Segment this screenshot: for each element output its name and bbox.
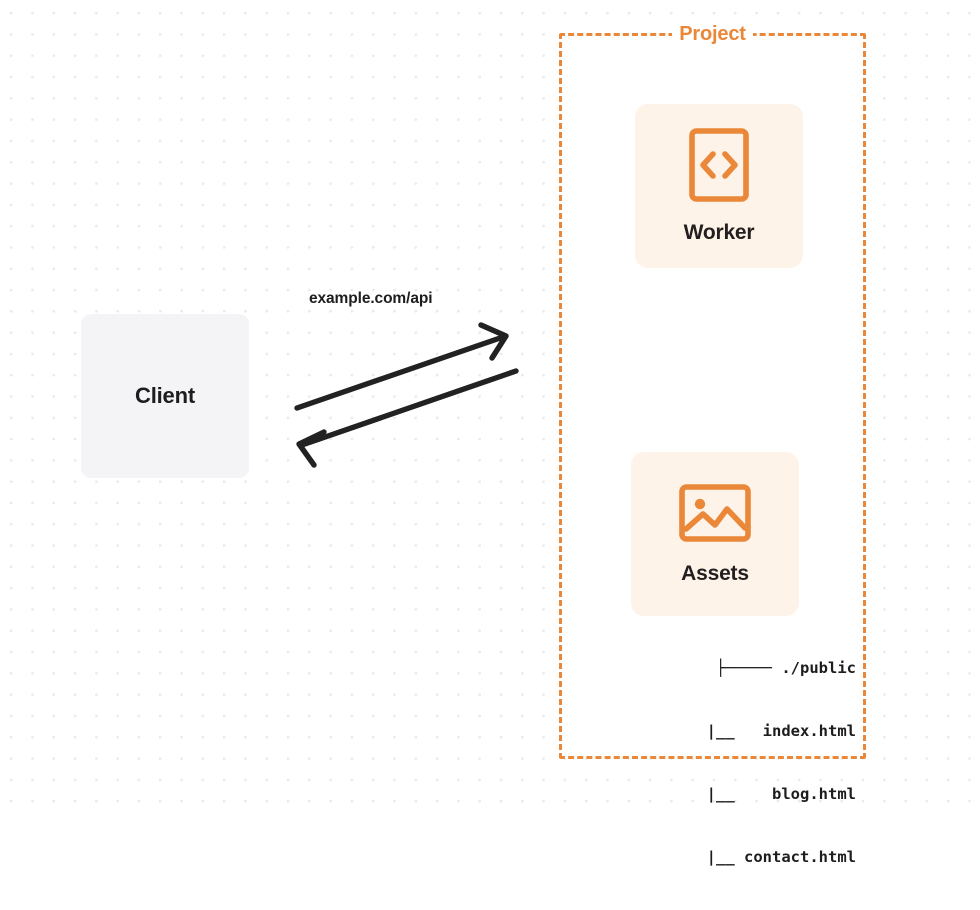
file-tree-row: |__ blog.html bbox=[669, 785, 856, 803]
connector-arrows bbox=[294, 322, 519, 468]
worker-card[interactable]: Worker bbox=[635, 104, 803, 268]
file-tree-row: ├───── ./public bbox=[716, 659, 856, 677]
connector-label: example.com/api bbox=[309, 290, 433, 307]
client-node[interactable]: Client bbox=[81, 314, 249, 478]
assets-card[interactable]: Assets bbox=[631, 452, 799, 616]
code-brackets-icon bbox=[689, 127, 749, 207]
file-tree: ├───── ./public |__ index.html |__ blog.… bbox=[606, 616, 856, 910]
worker-label: Worker bbox=[683, 220, 755, 244]
client-label: Client bbox=[135, 383, 195, 408]
project-container: Project Worker Assets ├───── ./public |_… bbox=[559, 23, 866, 866]
response-arrow bbox=[296, 368, 519, 468]
assets-label: Assets bbox=[681, 561, 749, 585]
request-arrow bbox=[294, 322, 509, 411]
file-tree-row: |__ index.html bbox=[669, 722, 856, 740]
file-tree-row: |__ contact.html bbox=[669, 848, 856, 866]
image-icon bbox=[679, 483, 751, 548]
